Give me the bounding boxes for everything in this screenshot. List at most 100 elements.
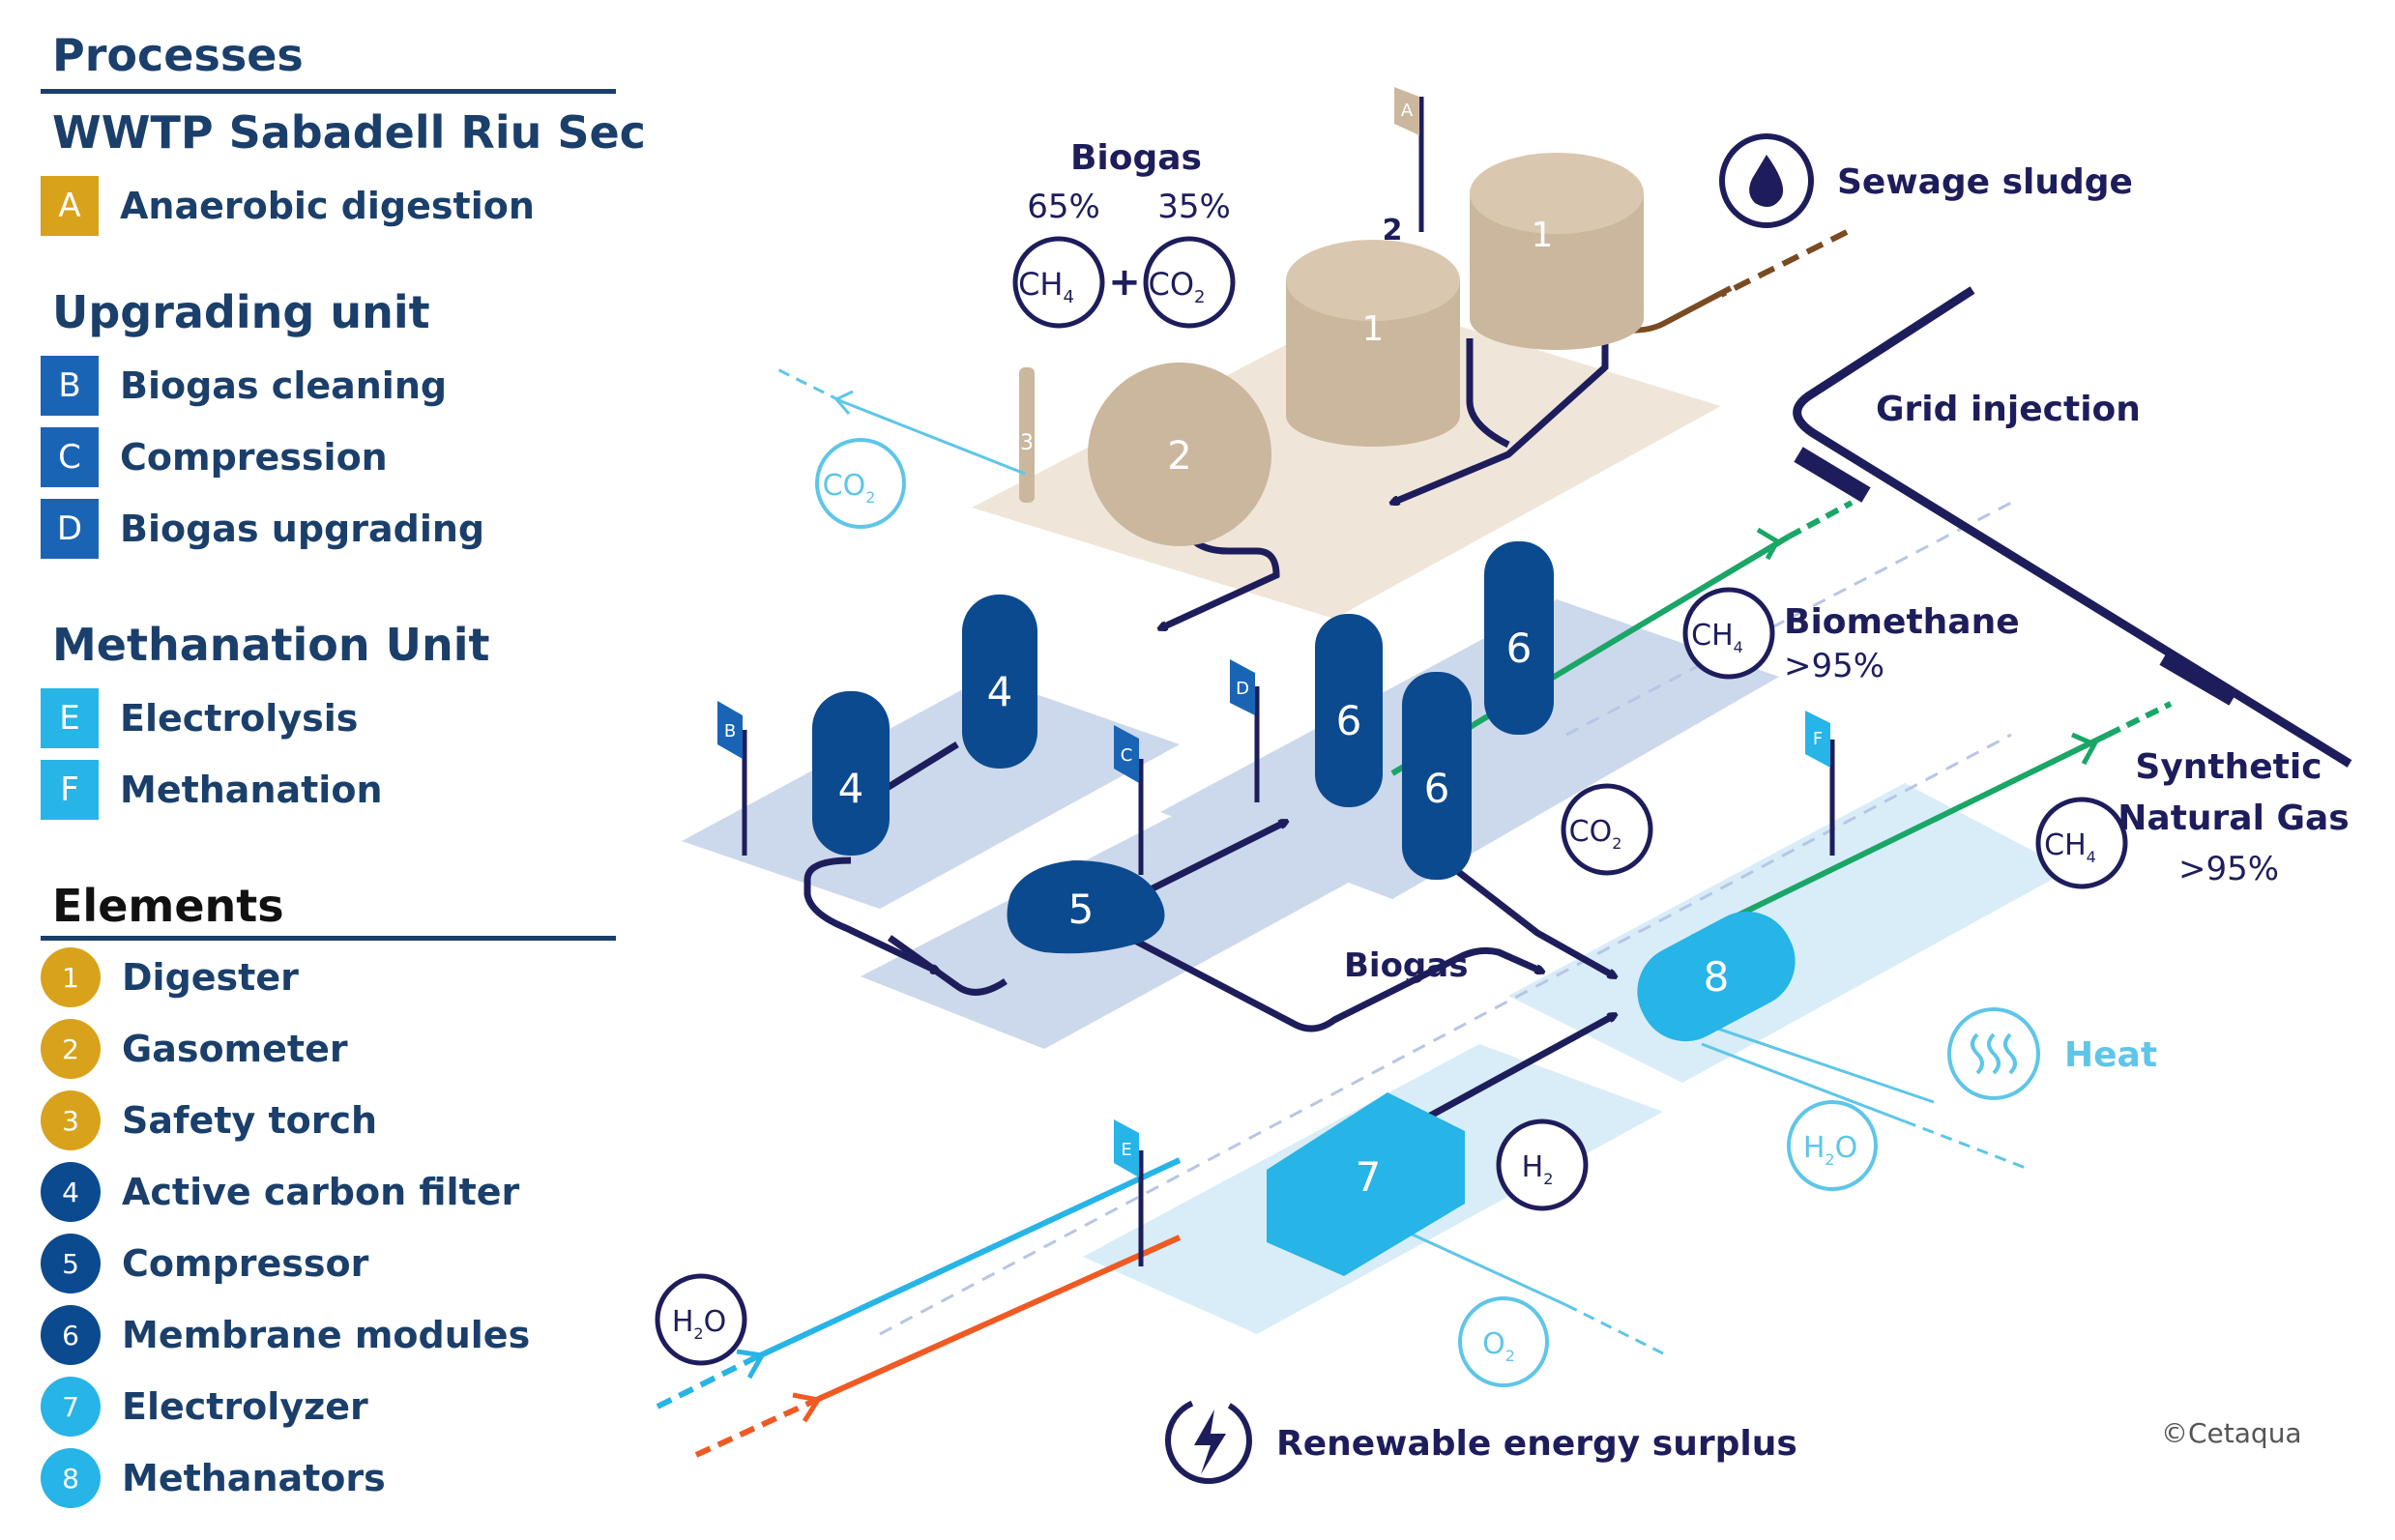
sludge-input-pipe	[1719, 229, 1849, 298]
co2-to-methanator-pipe	[1428, 848, 1615, 976]
co2-vent-label: CO2	[823, 469, 876, 507]
hydrogen-sub: 2	[1543, 1170, 1553, 1188]
element-row-6: 6 Membrane modules	[41, 1303, 530, 1367]
sng-label-line2: Natural Gas	[2118, 799, 2349, 838]
biomethane-arrow	[1756, 527, 1781, 561]
flag-f-letter: F	[1813, 729, 1823, 749]
methanator-water-sub: 2	[1825, 1150, 1834, 1169]
membrane-co2-main: CO	[1569, 815, 1613, 849]
energy-input-arrow	[792, 1392, 823, 1423]
biomethane-label: Biomethane	[1784, 602, 2020, 642]
element-badge-6: 6	[41, 1305, 101, 1365]
sng-label-line1: Synthetic	[2135, 747, 2322, 787]
elements-heading: Elements	[52, 880, 284, 932]
water-input-line	[752, 1157, 1182, 1361]
oxygen-main: O	[1482, 1327, 1505, 1361]
co2-molecule-label: CO2	[1149, 266, 1206, 307]
safety-torch-3	[1019, 367, 1035, 503]
safety-torch-number: 3	[1020, 431, 1034, 455]
sng-flow	[1690, 732, 2110, 941]
process-label-c: Compression	[120, 436, 388, 479]
ch4-percentage: 65%	[1027, 188, 1100, 226]
element-badge-7: 7	[41, 1377, 101, 1437]
flag-d-letter: D	[1236, 679, 1249, 699]
methanator-water-h: H	[1803, 1131, 1825, 1165]
copyright-label: ©Cetaqua	[2161, 1417, 2302, 1449]
legend-item-a: A Anaerobic digestion	[41, 174, 535, 238]
grid-injection-label: Grid injection	[1876, 390, 2141, 429]
sewage-sludge-label: Sewage sludge	[1837, 162, 2133, 202]
gasometer-2	[1088, 363, 1271, 546]
h2-to-methanator-pipe	[1400, 1011, 1615, 1135]
membrane-co2-circle	[1561, 783, 1653, 876]
sng-ch4-sub: 4	[2087, 848, 2096, 866]
digester-number-right: 1	[1532, 216, 1554, 255]
co2-vent-circle	[815, 438, 906, 529]
element-badge-8: 8	[41, 1448, 101, 1508]
process-code-d: D	[41, 499, 99, 559]
plus-sign: +	[1108, 260, 1141, 305]
gasometer-tag-number: 2	[1383, 214, 1403, 247]
element-row-8: 8 Methanators	[41, 1446, 386, 1510]
co2-vent-dash	[773, 365, 842, 403]
legend-item-e: E Electrolysis	[41, 686, 358, 750]
flag-e	[1114, 1119, 1144, 1266]
elements-rule	[41, 936, 616, 941]
flag-c-letter: C	[1121, 745, 1133, 766]
processes-heading: Processes	[52, 29, 304, 81]
element-badge-5: 5	[41, 1234, 101, 1293]
process-label-d: Biogas upgrading	[120, 508, 485, 550]
digester-1-center-top	[1286, 240, 1460, 321]
process-label-a: Anaerobic digestion	[120, 185, 535, 227]
oxygen-label: O2	[1482, 1327, 1515, 1365]
element-row-7: 7 Electrolyzer	[41, 1375, 368, 1438]
sng-ch4-circle	[2035, 797, 2128, 889]
carbon-filter-4-right	[962, 595, 1037, 769]
process-diagram: 2 1 1 2 3 4 4 5 6 6 6 7 8 A B C D E F Bi…	[638, 0, 2395, 1540]
biomethane-purity: >95%	[1784, 647, 1884, 685]
co2-molecule-main: CO	[1149, 266, 1195, 303]
element-badge-2: 2	[41, 1019, 101, 1079]
legend-panel: Processes WWTP Sabadell Riu Sec A Anaero…	[0, 0, 646, 1540]
ch4-molecule-label: CH4	[1018, 266, 1074, 307]
heat-output-line	[1691, 1018, 1935, 1104]
methanator-water-circle	[1787, 1100, 1878, 1191]
ch4-molecule-circle	[1012, 236, 1105, 329]
element-badge-1: 1	[41, 947, 101, 1007]
element-label-5: Compressor	[122, 1242, 369, 1285]
water-output-dash	[1904, 1119, 2031, 1172]
element-label-8: Methanators	[122, 1457, 386, 1499]
process-code-e: E	[41, 688, 99, 748]
water-input-dash	[656, 1355, 756, 1409]
energy-input-dash	[694, 1399, 814, 1458]
ch4-molecule-sub: 4	[1063, 287, 1073, 307]
element-label-2: Gasometer	[122, 1028, 348, 1070]
biogas-title: Biogas	[1070, 138, 1202, 178]
water-output-line	[1701, 1042, 1906, 1123]
electrolyzer-7	[1267, 1092, 1465, 1276]
membrane-module-6-a	[1315, 614, 1383, 807]
biomethane-flow-dash	[1787, 500, 1854, 539]
co2-molecule-sub: 2	[1194, 287, 1205, 307]
membrane-module-6-c	[1484, 541, 1554, 735]
element-label-6: Membrane modules	[122, 1314, 531, 1356]
membrane-number-b: 6	[1424, 765, 1450, 812]
membrane-number-c: 6	[1506, 625, 1533, 672]
sng-ch4-label: CH4	[2044, 828, 2096, 866]
compressor-loop-pipe	[887, 935, 1008, 996]
filter-to-compressor-pipe	[803, 857, 938, 975]
element-badge-3: 3	[41, 1090, 101, 1150]
membrane-number-a: 6	[1336, 697, 1362, 744]
legend-item-d: D Biogas upgrading	[41, 497, 484, 561]
sng-flow-dash	[2106, 701, 2173, 738]
digester-number-center: 1	[1362, 309, 1385, 349]
element-row-2: 2 Gasometer	[41, 1017, 348, 1081]
cleaning-platform	[682, 677, 1180, 909]
co2-percentage: 35%	[1157, 188, 1231, 226]
methanator-water-label: H2O	[1803, 1131, 1857, 1169]
guide-line-2	[1565, 501, 2012, 737]
element-row-1: 1 Digester	[41, 945, 299, 1009]
grid-connector-2	[2159, 650, 2238, 706]
membrane-co2-sub: 2	[1612, 834, 1621, 853]
flag-a-letter: A	[1401, 101, 1414, 121]
